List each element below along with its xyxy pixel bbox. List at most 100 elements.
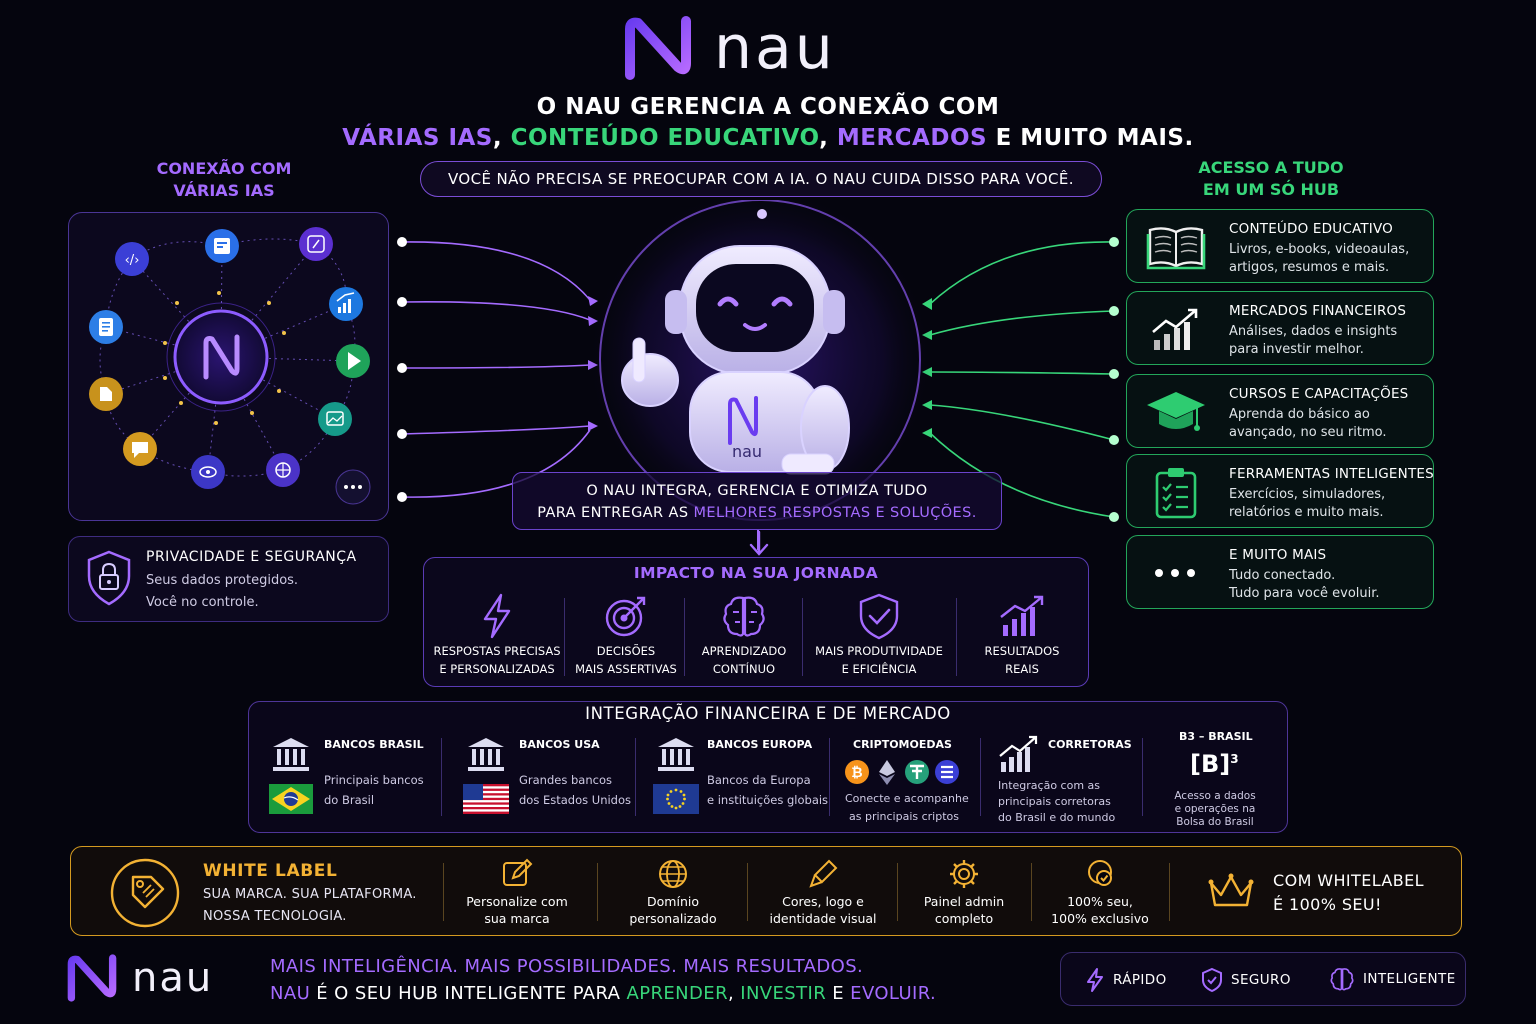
svg-text:‹/›: ‹/› (125, 253, 140, 268)
bank-icon (658, 738, 694, 771)
broker-chart-icon (999, 735, 1038, 772)
wl-label: Cores, logo e (782, 894, 864, 909)
nau-logo-bottom: nau (64, 950, 234, 1006)
nau-robot-mascot: nau (621, 245, 850, 475)
play-node-icon[interactable] (336, 344, 370, 378)
image-node-icon[interactable] (318, 402, 352, 436)
brain-icon (723, 596, 765, 637)
right-section-title: ACESSO A TUDO EM UM SÓ HUB (1180, 157, 1362, 201)
ai-network-diagram: ‹/› (89, 227, 371, 505)
wl-item-exclusivo[interactable]: 100% seu, 100% exclusivo (1035, 855, 1165, 933)
fin-name: CORRETORAS (1048, 738, 1132, 751)
card-title: CURSOS E CAPACITAÇÕES (1229, 386, 1409, 402)
tag-aprender: APRENDER (626, 983, 728, 1004)
more-node-icon[interactable] (335, 469, 371, 505)
edit-node-icon[interactable] (89, 377, 123, 411)
impact-label: E EFICIÊNCIA (841, 662, 917, 676)
footer-tagline-2: NAU É O SEU HUB INTELIGENTE PARA APRENDE… (270, 983, 936, 1004)
integra-line2-a: PARA ENTREGAR AS (537, 505, 694, 521)
impact-label: CONTÍNUO (712, 662, 776, 676)
whitelabel-panel: WHITE LABEL SUA MARCA. SUA PLATAFORMA. N… (70, 846, 1462, 936)
ai-network-panel: ‹/› (68, 212, 389, 521)
card-cursos-capacitacoes[interactable]: CURSOS E CAPACITAÇÕES Aprenda do básico … (1126, 374, 1434, 448)
impact-label: MAIS PRODUTIVIDADE (815, 644, 943, 658)
integra-line2: PARA ENTREGAR AS MELHORES RESPOSTAS E SO… (513, 502, 1001, 524)
globe-icon (659, 860, 687, 888)
bank-icon (468, 738, 504, 771)
badge-seguro: SEGURO (1201, 967, 1291, 993)
document-node-icon[interactable] (205, 229, 239, 263)
price-tag-icon (110, 858, 180, 928)
notes-node-icon[interactable] (89, 310, 123, 344)
center-connections-robot: nau (397, 200, 1119, 550)
card-title: MERCADOS FINANCEIROS (1229, 303, 1407, 319)
lightning-icon (1087, 968, 1103, 992)
nau-logo-icon (67, 954, 117, 1002)
growth-chart-icon (1000, 595, 1044, 636)
impact-label: RESULTADOS (984, 644, 1060, 658)
card-title: E MUITO MAIS (1229, 547, 1327, 563)
wl-final-line1: COM WHITELABEL (1273, 871, 1424, 890)
impact-label: APRENDIZADO (701, 644, 787, 658)
book-icon (1146, 227, 1206, 270)
whitelabel-title: WHITE LABEL (203, 861, 338, 881)
wl-item-dominio[interactable]: Domínio personalizado (603, 855, 743, 933)
card-title: CONTEÚDO EDUCATIVO (1229, 221, 1393, 237)
headline-tail: E MUITO MAIS. (987, 125, 1194, 151)
ai-hub-logo-icon (203, 334, 240, 380)
fin-name: B3 – BRASIL (1179, 730, 1253, 743)
eye-node-icon[interactable] (191, 455, 225, 489)
badge-check-icon (1088, 860, 1112, 886)
impact-label: MAIS ASSERTIVAS (575, 662, 677, 676)
analytics-node-icon[interactable] (329, 287, 363, 321)
card-conteudo-educativo[interactable]: CONTEÚDO EDUCATIVO Livros, e-books, vide… (1126, 209, 1434, 283)
impact-label: REAIS (1005, 662, 1039, 676)
wl-item-cores-logo[interactable]: Cores, logo e identidade visual (753, 855, 893, 933)
crypto-coins-icon: ₿ (845, 760, 959, 785)
nau-wordmark: nau (132, 955, 214, 1001)
card-desc: Tudo conectado.Tudo para você evoluir. (1229, 568, 1380, 601)
target-icon (605, 596, 646, 637)
tag-text: É O SEU HUB INTELIGENTE PARA (310, 983, 627, 1004)
card-e-muito-mais[interactable]: E MUITO MAIS Tudo conectado.Tudo para vo… (1126, 535, 1434, 609)
right-title-line2: EM UM SÓ HUB (1202, 180, 1340, 199)
headline-ias: VÁRIAS IAs (342, 125, 493, 151)
headline-line1: O NAU GERENCIA A CONEXÃO COM (536, 94, 1000, 120)
nau-wordmark: nau (714, 13, 836, 83)
shield-lock-icon (87, 550, 131, 606)
sparkle-node-icon[interactable] (299, 227, 333, 261)
shield-check-icon (1202, 967, 1222, 993)
brain-icon (1330, 968, 1354, 991)
wl-item-personalize[interactable]: Personalize com sua marca (449, 855, 585, 933)
footer-tagline-1: MAIS INTELIGÊNCIA. MAIS POSSIBILIDADES. … (270, 956, 864, 977)
chat-node-icon[interactable] (123, 432, 157, 466)
tag-evoluir: EVOLUIR. (850, 983, 937, 1004)
headline-sep: , (819, 125, 837, 151)
right-title-line1: ACESSO A TUDO (1198, 158, 1344, 177)
card-ferramentas-inteligentes[interactable]: FERRAMENTAS INTELIGENTES Exercícios, sim… (1126, 454, 1434, 528)
wl-item-painel-admin[interactable]: Painel admin completo (903, 855, 1025, 933)
impact-item: RESULTADOS REAIS (958, 590, 1086, 682)
card-mercados-financeiros[interactable]: MERCADOS FINANCEIROS Análises, dados e i… (1126, 291, 1434, 365)
impact-panel: IMPACTO NA SUA JORNADA RESPOSTAS PRECISA… (423, 557, 1089, 687)
fin-name: BANCOS EUROPA (707, 738, 813, 751)
headline-line2: VÁRIAS IAs, CONTEÚDO EDUCATIVO, MERCADOS… (300, 123, 1236, 154)
paint-brush-icon (809, 859, 838, 888)
headline-mercados: MERCADOS (836, 125, 988, 151)
usa-flag-icon (463, 784, 509, 814)
arrow-down-icon (749, 530, 769, 556)
svg-text:₿: ₿ (851, 765, 862, 781)
nau-logo-icon (625, 16, 691, 80)
badge-inteligente: INTELIGENTE (1329, 967, 1456, 991)
fin-name: CRIPTOMOEDAS (853, 738, 952, 751)
code-node-icon[interactable]: ‹/› (115, 242, 149, 276)
globe-node-icon[interactable] (266, 453, 300, 487)
